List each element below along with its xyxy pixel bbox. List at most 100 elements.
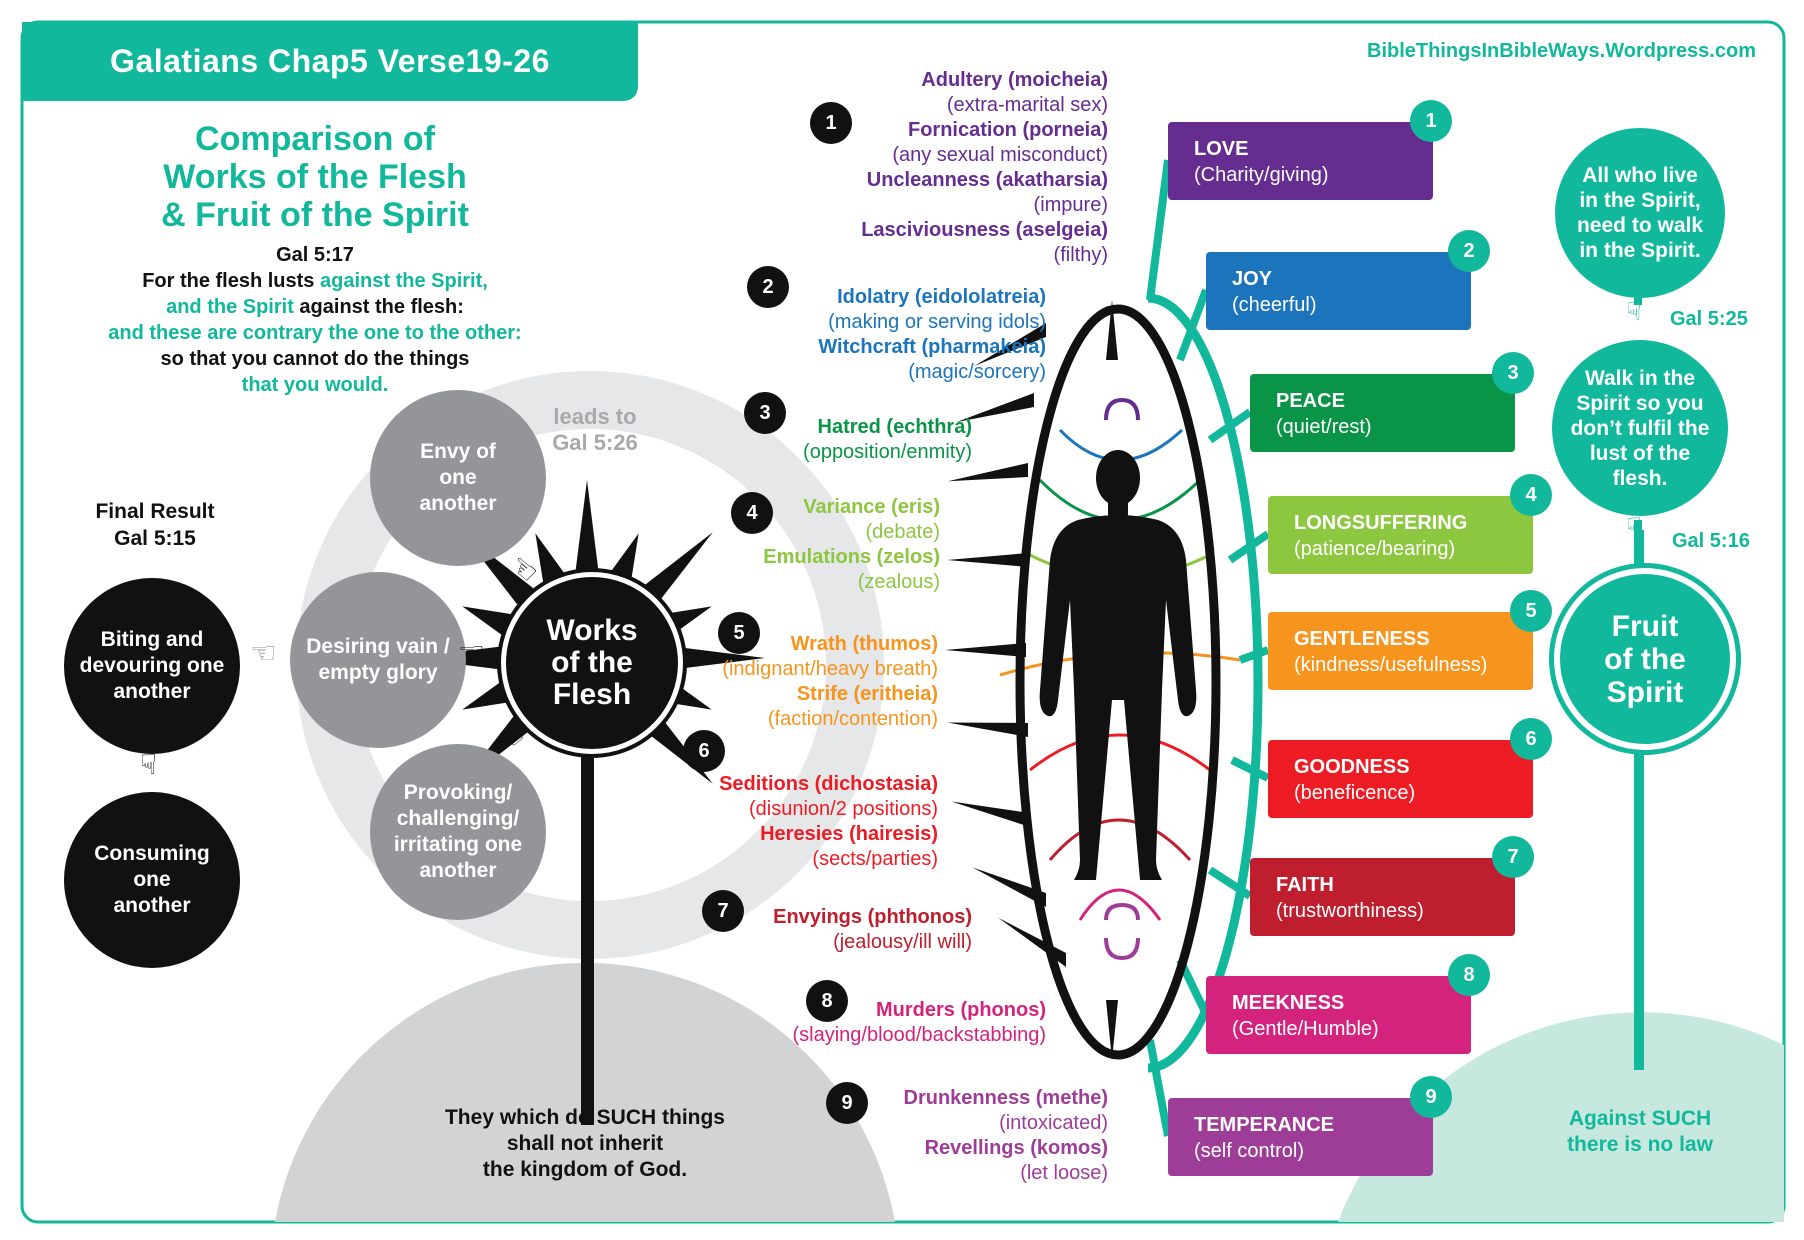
heading-line-2: Works of the Flesh bbox=[163, 158, 467, 196]
verse-line-1: For the flesh lusts against the Spirit, bbox=[142, 270, 488, 292]
works-group-4: Variance (eris)(debate)Emulations (zelos… bbox=[763, 495, 940, 595]
work-meaning: (debate) bbox=[865, 521, 941, 543]
heading-line-3: & Fruit of the Spirit bbox=[161, 196, 469, 234]
fruit-desc: (kindness/usefulness) bbox=[1294, 654, 1488, 676]
fruit-box-joy: JOY(cheerful) bbox=[1206, 252, 1471, 330]
fruit-box-peace: PEACE(quiet/rest) bbox=[1250, 374, 1515, 452]
spike bbox=[575, 480, 599, 571]
provoking-circle: Provoking/ challenging/ irritating one a… bbox=[370, 744, 546, 920]
works-badge-1: 1 bbox=[810, 102, 852, 144]
fruit-name: FAITH bbox=[1276, 874, 1334, 896]
work-name: Fornication (porneia) bbox=[908, 119, 1108, 141]
body-line bbox=[1029, 733, 1211, 772]
website-link[interactable]: BibleThingsInBibleWays.Wordpress.com bbox=[1367, 40, 1756, 62]
ellipse-spike bbox=[956, 393, 1034, 423]
work-name: Seditions (dichostasia) bbox=[719, 773, 938, 795]
spike bbox=[674, 646, 765, 670]
biting-circle: Biting and devouring one another bbox=[64, 578, 240, 754]
work-name: Revellings (komos) bbox=[924, 1137, 1108, 1159]
pointing-hand-down-icon: ☟ bbox=[140, 749, 158, 780]
fruit-badge-9: 9 bbox=[1410, 1076, 1452, 1118]
work-name: Uncleanness (akatharsia) bbox=[866, 169, 1108, 191]
work-name: Heresies (hairesis) bbox=[760, 823, 938, 845]
ellipse-spike bbox=[947, 553, 1028, 567]
works-group-1: Adultery (moicheia) (extra-marital sex) Fo… bbox=[861, 68, 1108, 268]
fruit-desc: (beneficence) bbox=[1294, 782, 1416, 804]
work-meaning: (any sexual misconduct) bbox=[892, 144, 1108, 166]
works-badge-9: 9 bbox=[826, 1082, 868, 1124]
works-group-6: Seditions (dichostasia) (disunion/2 posit… bbox=[719, 772, 938, 872]
works-group-5: Wrath (thumos)(indignant/heavy breath)St… bbox=[722, 632, 938, 732]
bubble-walk-in-spirit: Walk in the Spirit so you don’t fulfil t… bbox=[1552, 340, 1728, 516]
work-name: Adultery (moicheia) bbox=[921, 69, 1108, 91]
work-meaning: (extra-marital sex) bbox=[946, 94, 1108, 116]
works-group-7: Envyings (phthonos)(jealousy/ill will) bbox=[773, 905, 972, 955]
fruit-name: LOVE bbox=[1194, 138, 1249, 160]
fruit-box-longsuffering: LONGSUFFERING(patience/bearing) bbox=[1268, 496, 1533, 574]
heading-line-1: Comparison of bbox=[195, 120, 435, 158]
ellipse-spike bbox=[947, 463, 1028, 482]
work-meaning: (let loose) bbox=[1020, 1162, 1108, 1184]
fruit-box-goodness: GOODNESS(beneficence) bbox=[1268, 740, 1533, 818]
pointing-hand-down-icon: ☟ bbox=[1626, 296, 1642, 326]
work-name: Drunkenness (methe) bbox=[903, 1087, 1109, 1109]
work-name: Envyings (phthonos) bbox=[773, 906, 972, 928]
bottom-arch-inner bbox=[1104, 902, 1140, 921]
work-meaning: (impure) bbox=[1033, 194, 1108, 216]
work-name: Strife (eritheia) bbox=[796, 683, 938, 705]
fruit-badge-7: 7 bbox=[1492, 836, 1534, 878]
fruit-desc: (patience/bearing) bbox=[1294, 538, 1456, 560]
desiring-circle: Desiring vain / empty glory bbox=[290, 572, 466, 748]
fruit-badge-6: 6 bbox=[1510, 718, 1552, 760]
pointing-hand-down-icon: ☟ bbox=[1626, 512, 1642, 542]
ellipse-spike bbox=[998, 917, 1066, 967]
against-such-text: Against SUCH there is no law bbox=[1567, 1107, 1713, 1156]
fruit-desc: (self control) bbox=[1194, 1140, 1305, 1162]
outer-frame bbox=[20, 20, 1786, 1224]
work-meaning: (filthy) bbox=[1053, 244, 1108, 266]
fruit-badge-5: 5 bbox=[1510, 590, 1552, 632]
fruit-badge-1: 1 bbox=[1410, 100, 1452, 142]
gal-5-16-label: Gal 5:16 bbox=[1672, 530, 1750, 552]
fruit-badge-8: 8 bbox=[1448, 954, 1490, 996]
works-group-9: Drunkenness (methe) (intoxicated) Revellin… bbox=[904, 1086, 1109, 1186]
work-name: Murders (phonos) bbox=[876, 999, 1046, 1021]
fruit-badge-2: 2 bbox=[1448, 230, 1490, 272]
ellipse-spike bbox=[974, 323, 1046, 366]
work-meaning: (intoxicated) bbox=[999, 1112, 1108, 1134]
works-badge-4: 4 bbox=[731, 492, 773, 534]
fruit-desc: (quiet/rest) bbox=[1276, 416, 1372, 438]
fruit-box-gentleness: GENTLENESS(kindness/usefulness) bbox=[1268, 612, 1533, 690]
leads-to-label: leads to Gal 5:26 bbox=[552, 404, 638, 455]
pointing-hand-left-icon: ☜ bbox=[250, 637, 277, 670]
work-meaning: (disunion/2 positions) bbox=[749, 798, 938, 820]
flesh-ellipse bbox=[1015, 304, 1221, 1060]
work-name: Emulations (zelos) bbox=[763, 546, 940, 568]
fruit-box-temperance: TEMPERANCE(self control) bbox=[1168, 1098, 1433, 1176]
fruit-box-love: LOVE (Charity/giving) bbox=[1168, 122, 1433, 200]
top-arch bbox=[1104, 397, 1140, 421]
ellipse-spike bbox=[947, 722, 1028, 737]
bubble-live-in-spirit: All who live in the Spirit, need to walk… bbox=[1555, 128, 1725, 298]
work-meaning: (indignant/heavy breath) bbox=[722, 658, 938, 680]
fruit-desc: (Gentle/Humble) bbox=[1232, 1018, 1379, 1040]
top-spike bbox=[1106, 300, 1118, 360]
spike bbox=[462, 606, 511, 636]
fruit-connector bbox=[1146, 1039, 1172, 1137]
work-meaning: (opposition/enmity) bbox=[803, 441, 972, 463]
ellipse-spike bbox=[951, 801, 1030, 827]
spike bbox=[640, 532, 713, 605]
verse-line-4: so that you cannot do the things bbox=[160, 348, 470, 370]
inherit-text: They which do SUCH things shall not inhe… bbox=[444, 1106, 725, 1181]
works-badge-8: 8 bbox=[806, 980, 848, 1022]
fruit-desc: (Charity/giving) bbox=[1194, 164, 1329, 186]
works-badge-3: 3 bbox=[744, 392, 786, 434]
fruit-box-meekness: MEEKNESS(Gentle/Humble) bbox=[1206, 976, 1471, 1054]
works-badge-5: 5 bbox=[718, 612, 760, 654]
work-meaning: (faction/contention) bbox=[767, 708, 938, 730]
works-badge-2: 2 bbox=[747, 266, 789, 308]
work-name: Witchcraft (pharmakeia) bbox=[818, 336, 1046, 358]
fruit-desc: (cheerful) bbox=[1232, 294, 1317, 316]
